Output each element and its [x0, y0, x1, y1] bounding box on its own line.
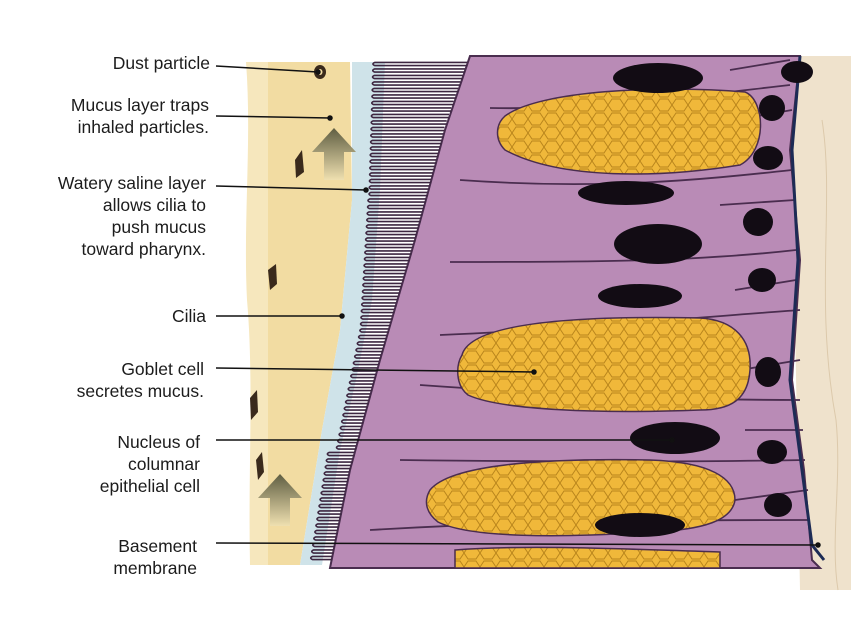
cilium: [372, 101, 454, 104]
goblet-cell: [458, 317, 750, 411]
label-cilia: Cilia: [172, 305, 206, 327]
goblet-cell-top: [498, 89, 761, 174]
cilium: [372, 88, 458, 91]
cilium: [373, 69, 465, 72]
cilium: [373, 62, 467, 65]
label-nucleus: Nucleus of columnar epithelial cell: [100, 431, 200, 497]
label-dust-particle: Dust particle: [113, 52, 210, 74]
cilium: [372, 108, 452, 111]
cilium: [373, 75, 463, 78]
cilium: [372, 82, 460, 85]
label-basement-membrane: Basement membrane: [113, 535, 197, 579]
label-goblet-cell: Goblet cell secretes mucus.: [77, 358, 204, 402]
label-watery-saline-layer: Watery saline layer allows cilia to push…: [58, 172, 206, 260]
goblet-cell-bottom: [426, 460, 735, 536]
label-mucus-layer: Mucus layer traps inhaled particles.: [71, 94, 209, 138]
cilium: [372, 95, 456, 98]
cilium: [371, 114, 449, 117]
